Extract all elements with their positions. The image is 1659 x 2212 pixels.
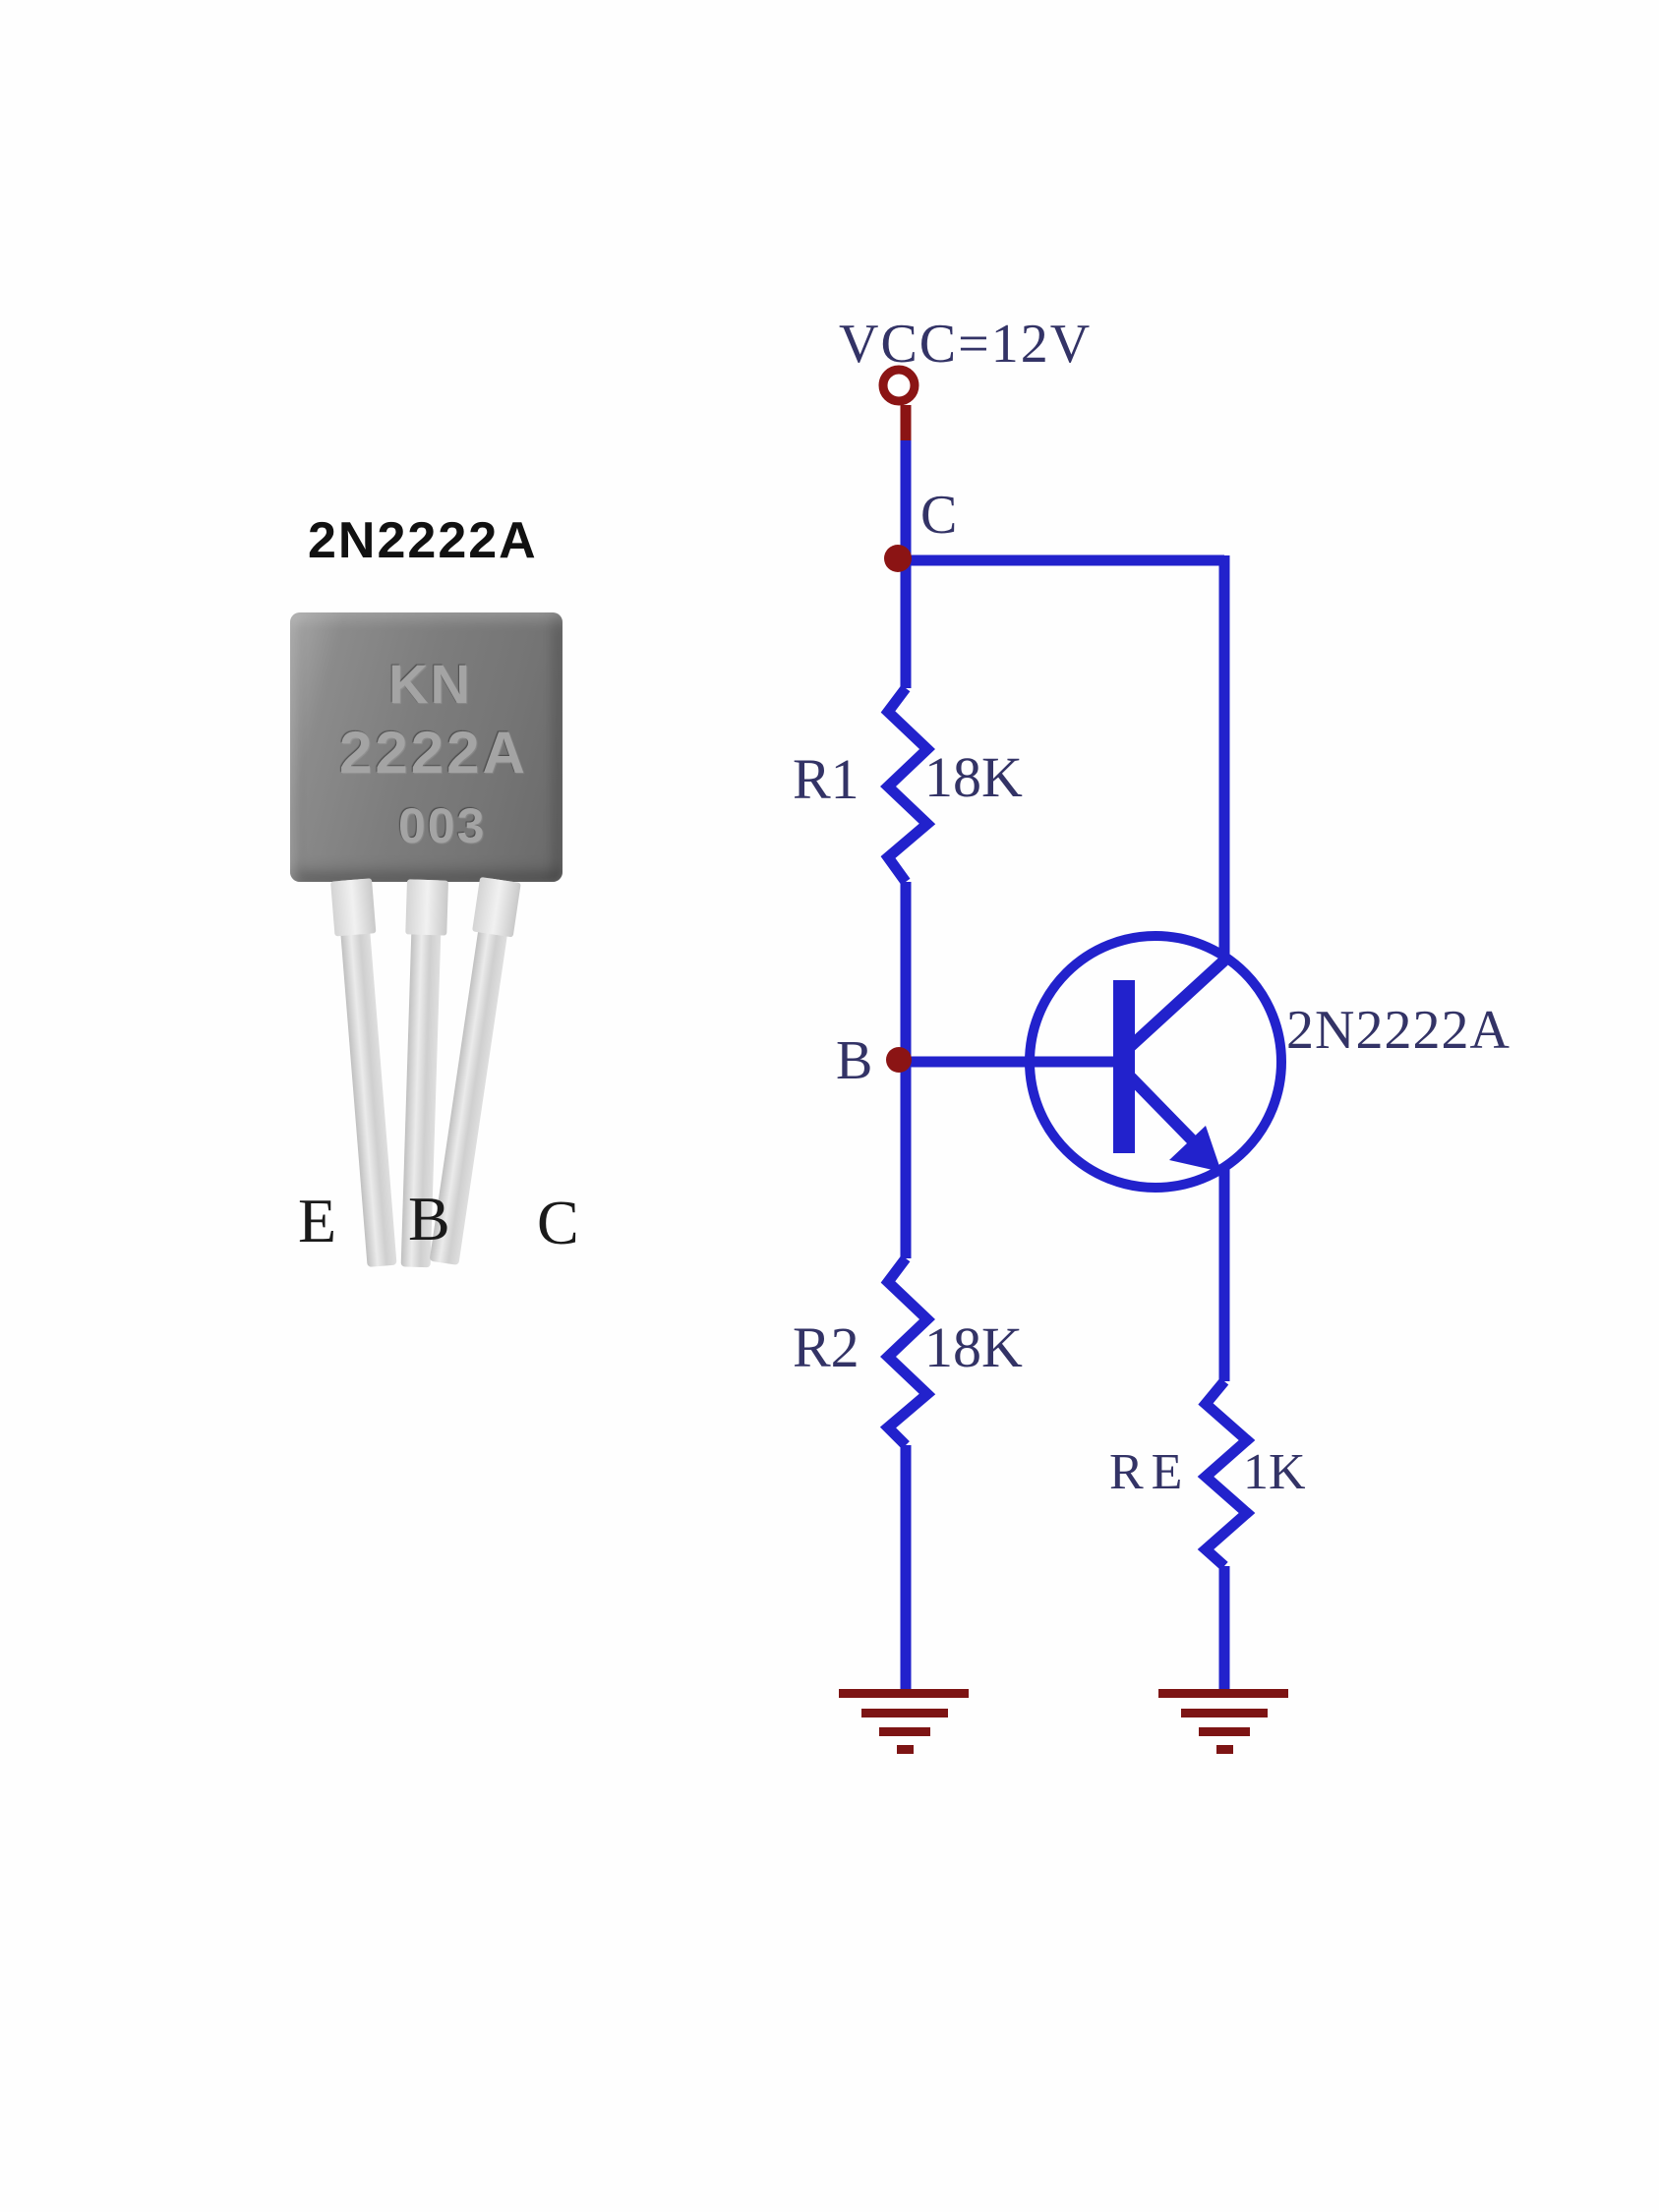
- pin-label-emitter: E: [298, 1186, 337, 1255]
- node-dot-collector: [884, 545, 912, 572]
- r2-value-label: 18K: [924, 1315, 1023, 1379]
- ground-symbol-left: [839, 1689, 969, 1754]
- ground-symbol-right: [1158, 1689, 1288, 1754]
- r2-name-label: R2: [793, 1315, 859, 1379]
- chip-marking-line1: KN: [388, 653, 472, 715]
- vcc-label: VCC=12V: [839, 314, 1092, 375]
- transistor-base-bar: [1113, 980, 1135, 1153]
- vcc-terminal: [878, 365, 919, 406]
- resistor-r2-zigzag: [879, 1254, 936, 1449]
- pin-label-base: B: [408, 1184, 450, 1253]
- transistor-type-label: 2N2222A: [1286, 1000, 1511, 1061]
- re-name-label: RE: [1109, 1444, 1190, 1500]
- node-dot-base: [886, 1047, 912, 1073]
- emitter-arrow-icon: [1169, 1126, 1221, 1172]
- chip-marking-line2: 2222A: [339, 720, 528, 786]
- transistor-package-body: KN 2222A 003: [290, 612, 563, 882]
- collector-node-label: C: [920, 485, 957, 546]
- r1-name-label: R1: [793, 747, 859, 811]
- transistor-collector-line: [1126, 955, 1230, 1051]
- re-value-label: 1K: [1243, 1444, 1306, 1500]
- base-node-label: B: [836, 1030, 872, 1091]
- transistor-circle: [1025, 931, 1286, 1193]
- r1-value-label: 18K: [924, 745, 1023, 809]
- resistor-r1-zigzag: [880, 684, 936, 886]
- photo-title: 2N2222A: [308, 512, 538, 569]
- resistor-re-zigzag: [1197, 1377, 1256, 1571]
- pin-label-collector: C: [537, 1188, 579, 1257]
- chip-marking-line3: 003: [398, 798, 487, 853]
